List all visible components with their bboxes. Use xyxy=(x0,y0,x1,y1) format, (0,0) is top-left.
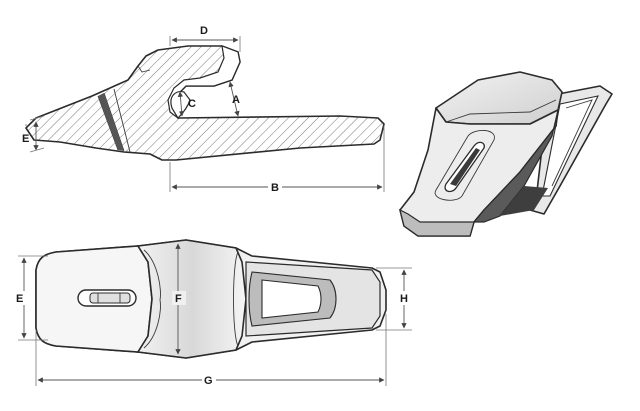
top-view xyxy=(35,239,387,359)
top-view-shroud xyxy=(136,239,247,359)
dimension-e-top: E xyxy=(14,255,48,341)
dim-label-b: B xyxy=(271,182,279,194)
dim-label-c: C xyxy=(188,98,196,110)
dim-label-a: A xyxy=(232,94,240,106)
iso-top-cap xyxy=(435,71,563,125)
dim-label-e-top: E xyxy=(16,293,23,305)
dimension-e-side: E xyxy=(22,115,45,153)
dimension-f: F xyxy=(172,243,186,355)
dimension-h: H xyxy=(376,267,412,331)
dimension-d: D xyxy=(169,25,241,52)
top-view-pin-slot xyxy=(77,289,137,307)
dim-label-e-side: E xyxy=(22,133,29,145)
isometric-view xyxy=(399,71,613,237)
dimension-c: C xyxy=(177,91,196,117)
side-section-body xyxy=(25,45,385,161)
side-section-view xyxy=(25,45,385,161)
dimension-a: A xyxy=(228,81,240,117)
dimension-g: G xyxy=(35,314,387,387)
dim-label-d: D xyxy=(200,25,208,37)
dim-label-g: G xyxy=(204,375,213,387)
dimension-b: B xyxy=(169,126,385,194)
dim-label-f: F xyxy=(175,293,182,305)
side-section-cavity xyxy=(167,45,241,119)
dim-label-h: H xyxy=(400,293,408,305)
